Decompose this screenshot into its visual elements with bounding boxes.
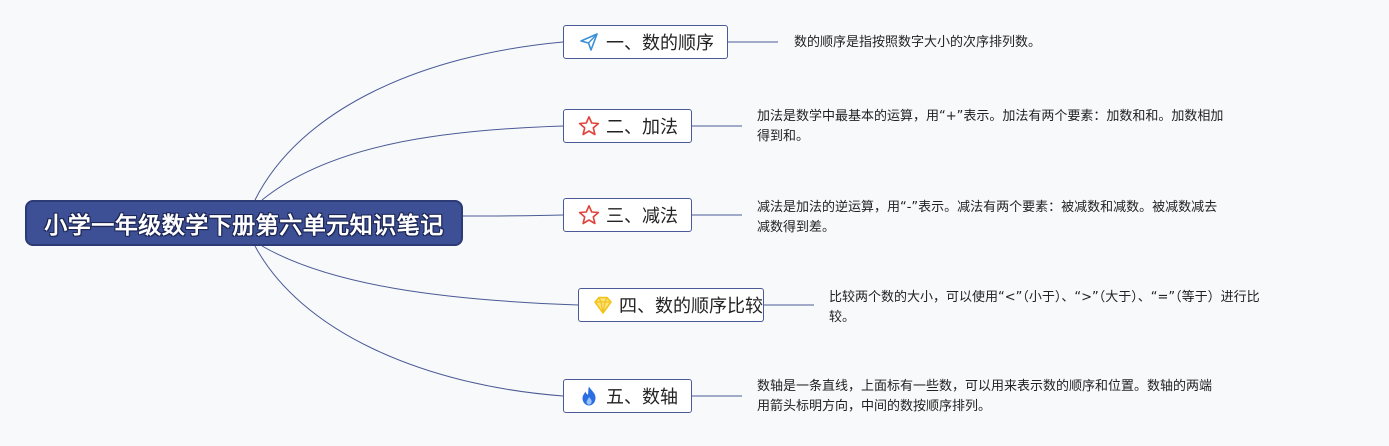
connector-root-topic-4 bbox=[261, 245, 579, 306]
topic-number-line[interactable]: 五、数轴 bbox=[563, 379, 692, 413]
topic-label: 三、减法 bbox=[606, 206, 678, 227]
topic-description: 减法是加法的逆运算，用“-”表示。减法有两个要素：被减数和减数。被减数减去 减数… bbox=[757, 198, 1217, 238]
description-line: 较。 bbox=[829, 310, 856, 325]
diamond-icon bbox=[593, 294, 613, 316]
root-topic[interactable]: 小学一年级数学下册第六单元知识笔记 bbox=[25, 200, 463, 246]
connector-root-topic-2 bbox=[261, 125, 564, 201]
flame-icon bbox=[578, 385, 600, 407]
connector-root-topic-5 bbox=[254, 245, 564, 397]
description-line: 数轴是一条直线，上面标有一些数，可以用来表示数的顺序和位置。数轴的两端 bbox=[757, 379, 1213, 394]
description-line: 数的顺序是指按照数字大小的次序排列数。 bbox=[794, 35, 1042, 50]
topic-description: 数的顺序是指按照数字大小的次序排列数。 bbox=[794, 33, 1041, 53]
connector-root-topic-1 bbox=[254, 41, 564, 201]
topic-label: 五、数轴 bbox=[606, 387, 678, 408]
description-line: 减数得到差。 bbox=[757, 220, 836, 235]
description-line: 减法是加法的逆运算，用“-”表示。减法有两个要素：被减数和减数。被减数减去 bbox=[757, 200, 1218, 215]
topic-description: 比较两个数的大小，可以使用“<”（小于）、“>”（大于）、“=”（等于）进行比 … bbox=[829, 288, 1260, 328]
description-line: 比较两个数的大小，可以使用“<”（小于）、“>”（大于）、“=”（等于）进行比 bbox=[829, 290, 1260, 305]
paper-plane-icon bbox=[578, 31, 600, 53]
description-line: 得到和。 bbox=[757, 129, 810, 144]
topic-description: 加法是数学中最基本的运算，用“+”表示。加法有两个要素：加数和和。加数相加 得到… bbox=[757, 107, 1223, 147]
star-icon bbox=[578, 204, 600, 226]
topic-subtraction[interactable]: 三、减法 bbox=[563, 198, 692, 232]
star-icon bbox=[578, 115, 600, 137]
topic-number-comparison[interactable]: 四、数的顺序比较 bbox=[578, 288, 764, 322]
topic-description: 数轴是一条直线，上面标有一些数，可以用来表示数的顺序和位置。数轴的两端 用箭头标… bbox=[757, 377, 1212, 417]
topic-number-order[interactable]: 一、数的顺序 bbox=[563, 25, 728, 59]
description-line: 用箭头标明方向，中间的数按顺序排列。 bbox=[757, 399, 992, 414]
topic-label: 四、数的顺序比较 bbox=[619, 296, 763, 317]
topic-addition[interactable]: 二、加法 bbox=[563, 109, 692, 143]
description-line: 加法是数学中最基本的运算，用“+”表示。加法有两个要素：加数和和。加数相加 bbox=[757, 109, 1224, 124]
topic-label: 二、加法 bbox=[606, 117, 678, 138]
root-topic-label: 小学一年级数学下册第六单元知识笔记 bbox=[44, 213, 444, 239]
connector-root-topic-3 bbox=[462, 214, 564, 217]
topic-label: 一、数的顺序 bbox=[606, 33, 714, 54]
